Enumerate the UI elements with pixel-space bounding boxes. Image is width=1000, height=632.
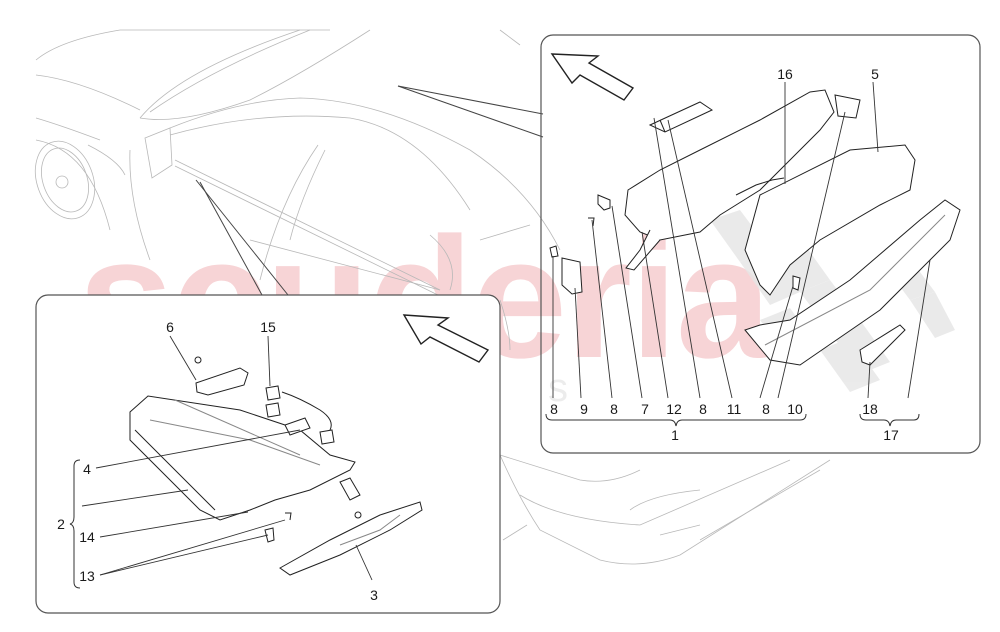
- latch-bracket-part: [194, 356, 249, 396]
- glovebox-handle-part: [859, 324, 906, 366]
- callout-leaders-car: [195, 85, 544, 296]
- group-brace-2: [69, 459, 81, 589]
- direction-arrow-icon: [550, 53, 635, 101]
- callout-14[interactable]: 14: [79, 529, 95, 545]
- glovebox-trim-part: [279, 501, 423, 576]
- callout-13[interactable]: 13: [79, 568, 95, 584]
- direction-arrow-icon: [402, 314, 490, 363]
- callout-4[interactable]: 4: [83, 461, 91, 477]
- group-brace-17: [859, 413, 920, 427]
- callout-8[interactable]: 8: [610, 401, 618, 417]
- callout-1[interactable]: 1: [671, 427, 679, 443]
- callout-6[interactable]: 6: [166, 319, 174, 335]
- screw-parts: [264, 512, 292, 543]
- group-brace-1: [545, 413, 807, 427]
- callout-16[interactable]: 16: [777, 66, 793, 82]
- glovebox-lid-part: [744, 199, 961, 366]
- callout-leaders-right: [552, 81, 931, 399]
- callout-3[interactable]: 3: [370, 587, 378, 603]
- wiring-harness-part: [265, 385, 335, 445]
- callout-10[interactable]: 10: [787, 401, 803, 417]
- callout-12[interactable]: 12: [666, 401, 682, 417]
- callout-8[interactable]: 8: [762, 401, 770, 417]
- callout-15[interactable]: 15: [260, 319, 276, 335]
- callout-18[interactable]: 18: [862, 401, 878, 417]
- callout-9[interactable]: 9: [580, 401, 588, 417]
- glovebox-housing-part: [129, 395, 356, 521]
- detail-box-right: [540, 34, 981, 454]
- callout-2[interactable]: 2: [57, 516, 65, 532]
- callout-11[interactable]: 11: [726, 401, 742, 417]
- glovebox-liner-part: [744, 144, 916, 296]
- callout-8[interactable]: 8: [699, 401, 707, 417]
- callout-17[interactable]: 17: [883, 427, 899, 443]
- callout-7[interactable]: 7: [641, 401, 649, 417]
- car-outline: [34, 29, 831, 600]
- callout-8[interactable]: 8: [550, 401, 558, 417]
- small-fastener-parts: [549, 177, 801, 295]
- glovebox-frame-part: [624, 89, 861, 271]
- callout-5[interactable]: 5: [871, 66, 879, 82]
- callout-leaders-left: [81, 335, 373, 581]
- lamp-part: [339, 477, 361, 501]
